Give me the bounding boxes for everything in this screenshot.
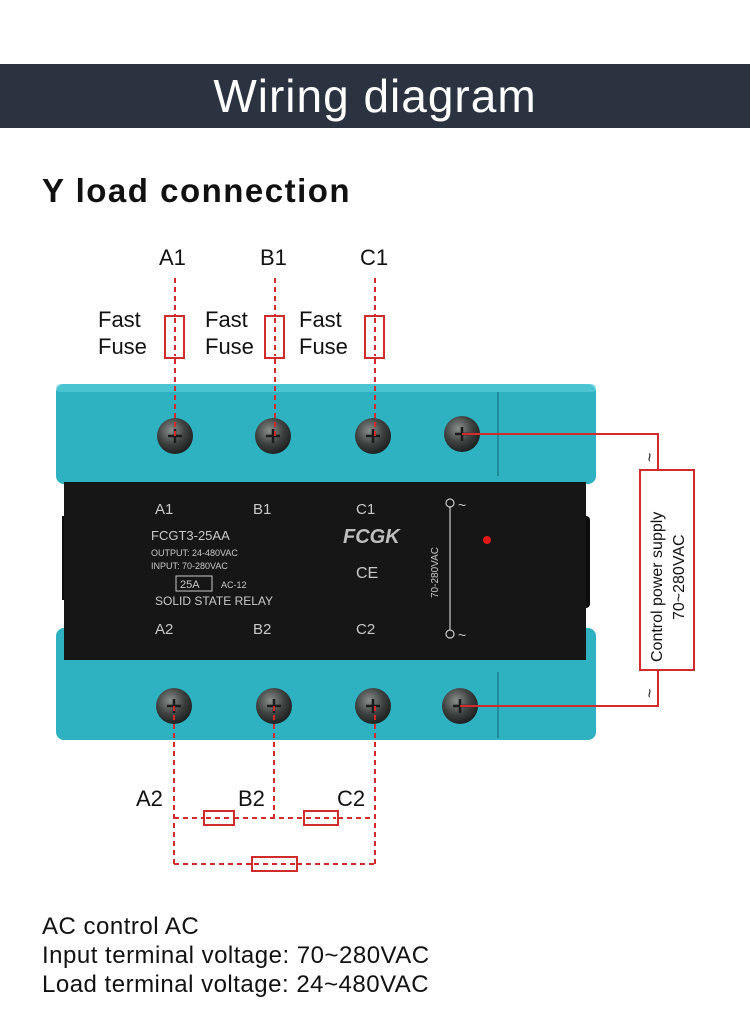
- spec-line-2: Input terminal voltage: 70~280VAC: [42, 942, 430, 969]
- category-text: AC-12: [221, 580, 247, 590]
- spec-line-1: AC control AC: [42, 913, 200, 940]
- page-title: Wiring diagram: [213, 70, 537, 122]
- bottom-label-a2: A2: [136, 786, 163, 811]
- top-label-c1: C1: [360, 245, 389, 270]
- screw-c2: [355, 688, 391, 724]
- load-wires: [173, 706, 376, 865]
- fuse-label-a-line2: Fuse: [98, 334, 147, 359]
- spec-notes: AC control AC Input terminal voltage: 70…: [42, 912, 430, 999]
- control-power-supply-box: [639, 469, 695, 671]
- fuse-label-a: Fast Fuse: [98, 306, 147, 360]
- screw-b1: [255, 418, 291, 454]
- control-supply-line1: Control power supply: [649, 512, 666, 662]
- fuse-label-b-line2: Fuse: [205, 334, 254, 359]
- fuse-label-c: Fast Fuse: [299, 306, 348, 360]
- relay-top-highlight: [56, 384, 596, 392]
- indicator-led: [483, 536, 491, 544]
- top-label-a1: A1: [159, 245, 186, 270]
- type-text: SOLID STATE RELAY: [155, 594, 273, 608]
- control-supply-line2: 70~280VAC: [671, 534, 688, 620]
- fuse-label-c-line1: Fast: [299, 307, 342, 332]
- control-wires: [460, 433, 659, 707]
- control-terminal-bottom-symbol: [445, 629, 455, 639]
- top-label-b1: B1: [260, 245, 287, 270]
- brand-logo: FCGK: [343, 526, 401, 548]
- model-text: FCGT3-25AA: [151, 528, 230, 543]
- current-rating: 25A: [180, 579, 200, 591]
- fuse-label-b-line1: Fast: [205, 307, 248, 332]
- screw-c1: [355, 418, 391, 454]
- output-rating: OUTPUT: 24-480VAC: [151, 548, 238, 558]
- face-label-c1: C1: [356, 501, 375, 518]
- ce-mark: CE: [356, 565, 378, 582]
- ac-symbol-top: ~: [458, 497, 466, 513]
- face-label-a2: A2: [155, 621, 173, 638]
- input-rating: INPUT: 70-280VAC: [151, 561, 228, 571]
- fuse-label-a-line1: Fast: [98, 307, 141, 332]
- section-title: Y load connection: [42, 172, 352, 209]
- control-voltage-text: 70-280VAC: [430, 547, 441, 598]
- control-supply-tilde-top: ~: [642, 453, 659, 462]
- fuse-label-b: Fast Fuse: [205, 306, 254, 360]
- current-box: [175, 575, 213, 592]
- control-supply-tilde-bottom: ~: [642, 689, 659, 698]
- bottom-label-b2: B2: [238, 786, 265, 811]
- spec-line-3: Load terminal voltage: 24~480VAC: [42, 971, 430, 998]
- face-label-b1: B1: [253, 501, 271, 518]
- face-label-c2: C2: [356, 621, 375, 638]
- header-banner: Wiring diagram: [0, 64, 750, 128]
- fuse-label-c-line2: Fuse: [299, 334, 348, 359]
- relay-face: [64, 482, 586, 660]
- relay-top-housing: [56, 384, 596, 484]
- face-label-a1: A1: [155, 501, 173, 518]
- bottom-label-c2: C2: [337, 786, 366, 811]
- face-label-b2: B2: [253, 621, 271, 638]
- ac-symbol-bottom: ~: [458, 627, 466, 643]
- load-resistor-bc: [303, 810, 339, 826]
